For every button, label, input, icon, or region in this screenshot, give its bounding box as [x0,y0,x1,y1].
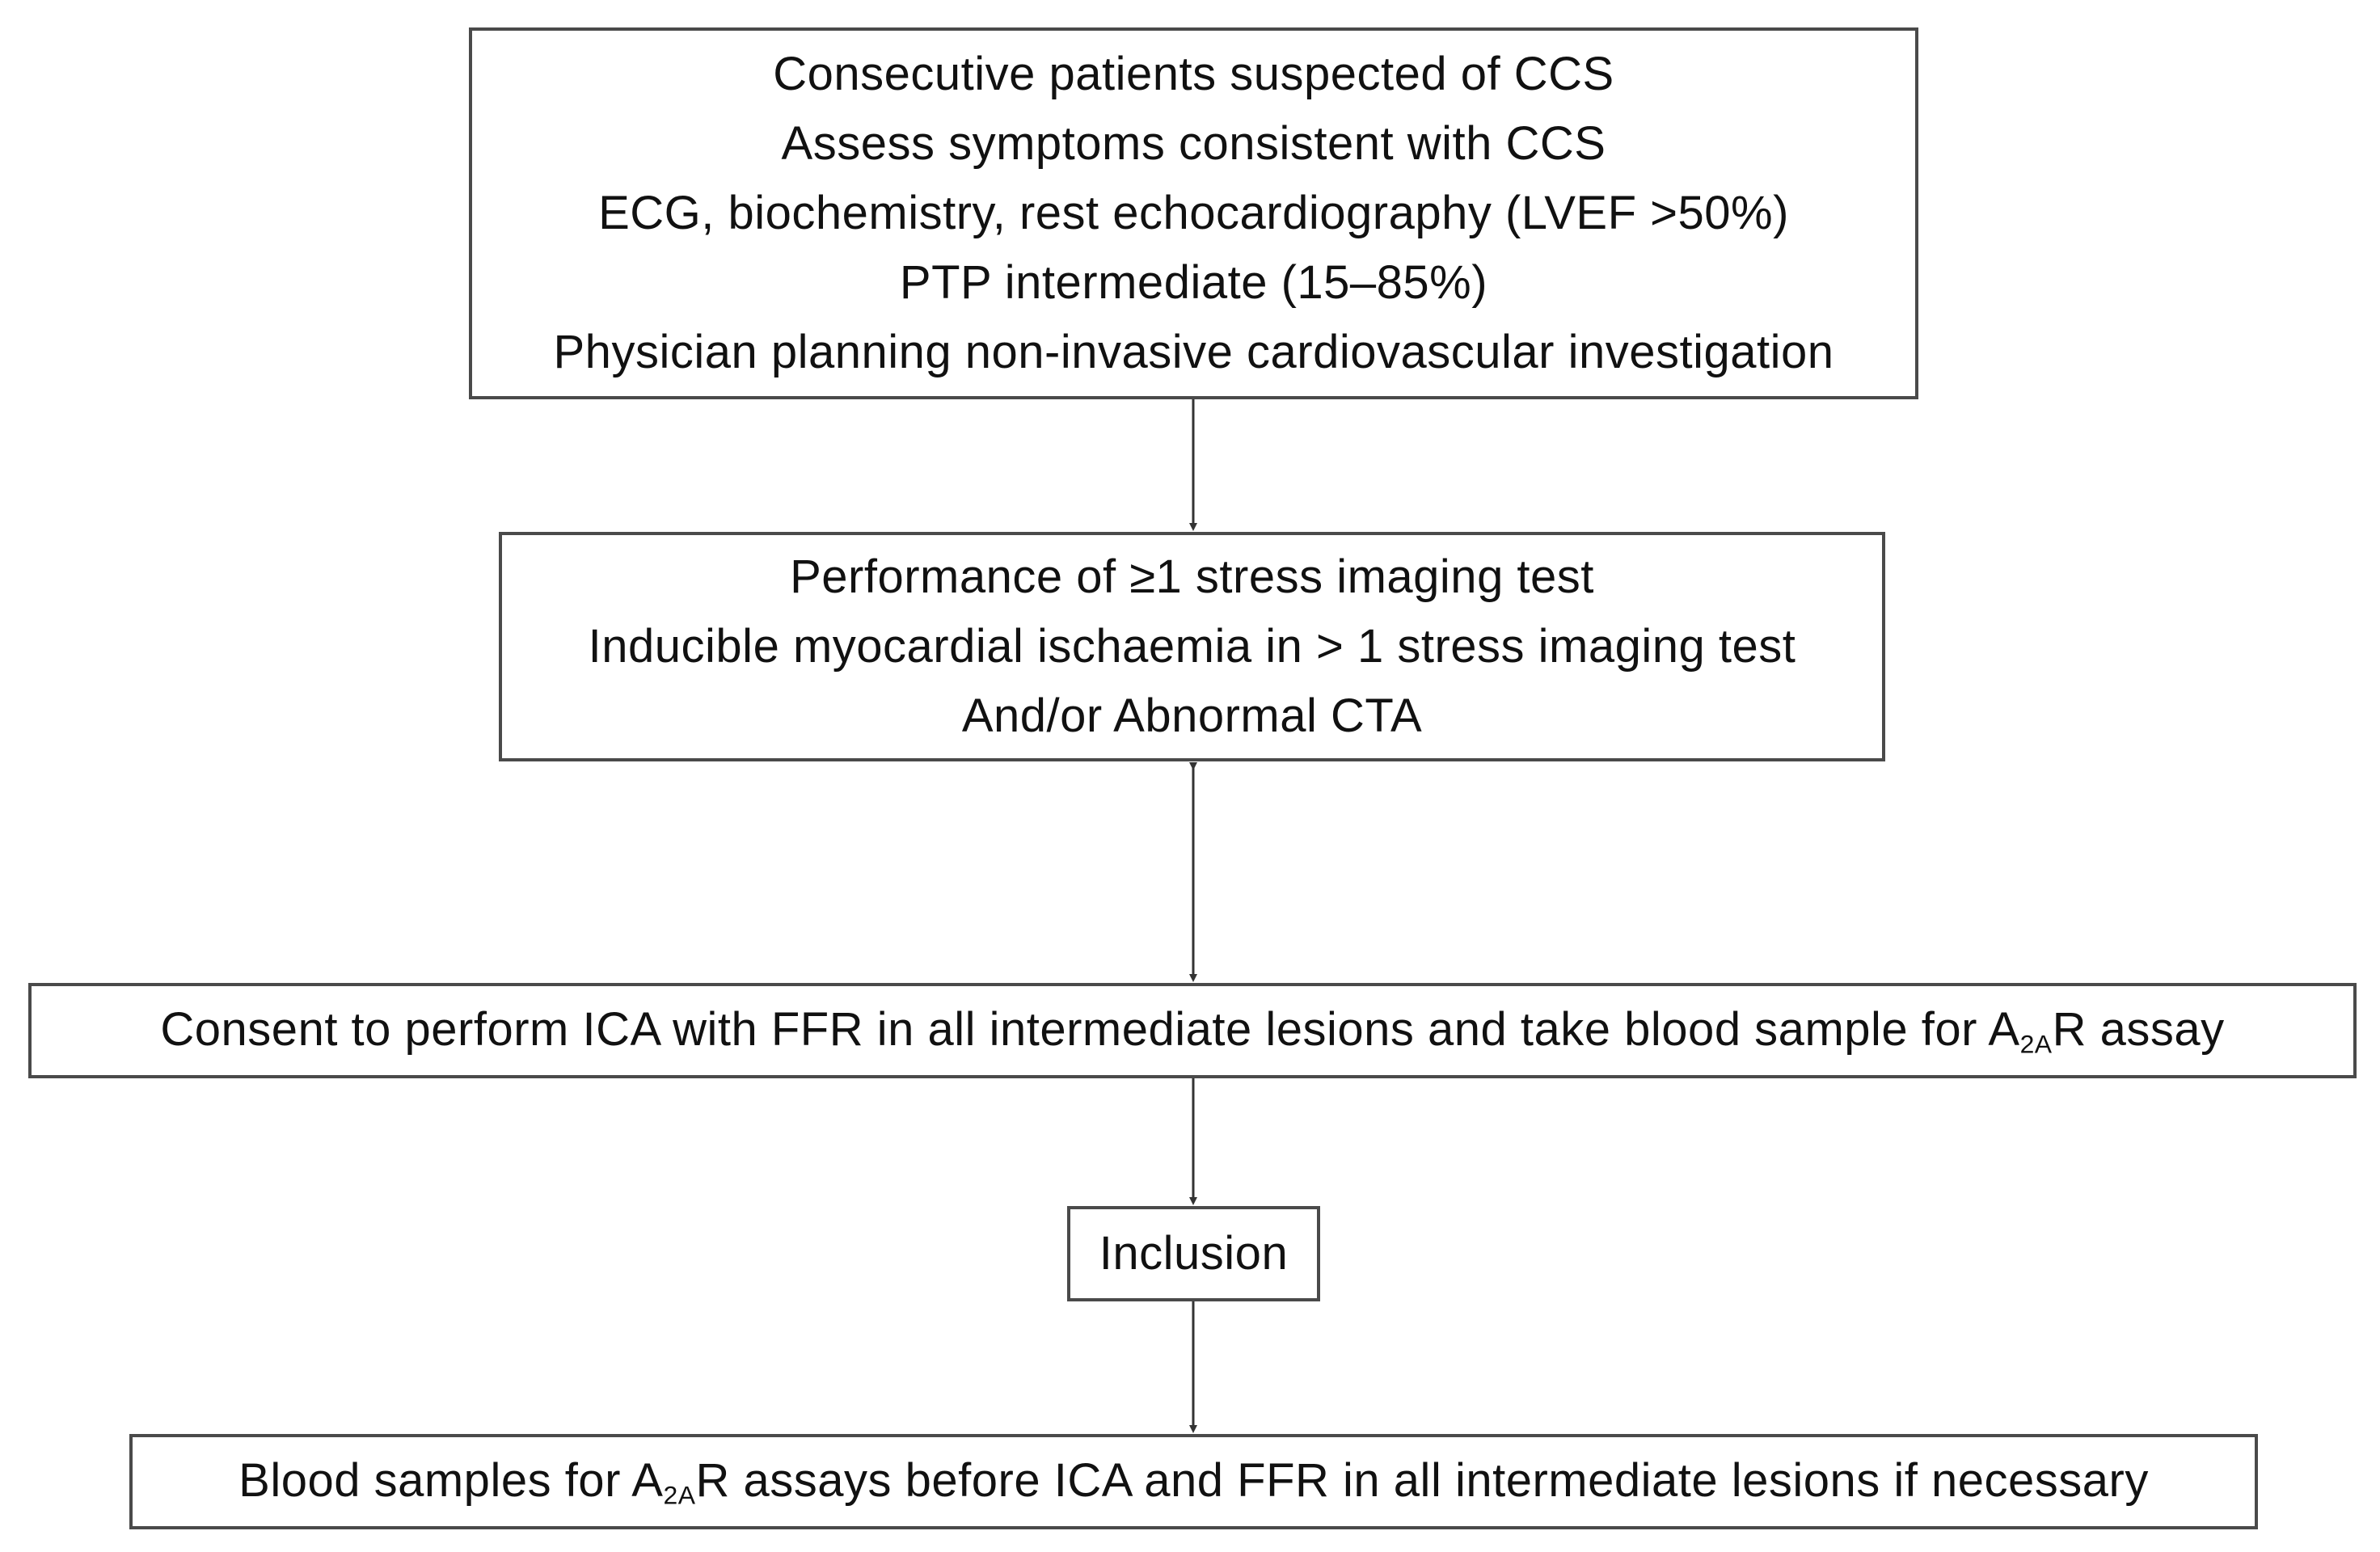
inclusion-text: Inclusion [1099,1227,1289,1280]
stress-line: Performance of ≥1 stress imaging test [790,550,1594,603]
criteria-line: Assess symptoms consistent with CCS [781,117,1606,170]
samples-text-start: Blood samples for A [238,1454,664,1508]
stress-imaging-box: Performance of ≥1 stress imaging test In… [499,532,1885,761]
consent-subscript: 2A [2019,1029,2053,1059]
blood-samples-box: Blood samples for A2AR assays before ICA… [129,1434,2258,1529]
samples-text-end: R assays before ICA and FFR in all inter… [695,1454,2149,1508]
criteria-line: Consecutive patients suspected of CCS [773,48,1614,100]
inclusion-box: Inclusion [1067,1206,1320,1301]
criteria-line: Physician planning non-invasive cardiova… [553,326,1834,378]
samples-subscript: 2A [663,1480,696,1510]
stress-line: And/or Abnormal CTA [961,690,1423,742]
criteria-line: ECG, biochemistry, rest echocardiography… [598,187,1789,239]
consent-box: Consent to perform ICA with FFR in all i… [28,983,2357,1078]
samples-text: Blood samples for A2AR assays before ICA… [238,1453,2149,1511]
consent-text: Consent to perform ICA with FFR in all i… [160,1002,2224,1060]
eligibility-criteria-box: Consecutive patients suspected of CCS As… [469,27,1918,399]
consent-text-start: Consent to perform ICA with FFR in all i… [160,1003,2020,1056]
stress-line: Inducible myocardial ischaemia in > 1 st… [588,620,1796,673]
consent-text-end: R assay [2052,1003,2225,1056]
criteria-line: PTP intermediate (15–85%) [899,256,1488,309]
